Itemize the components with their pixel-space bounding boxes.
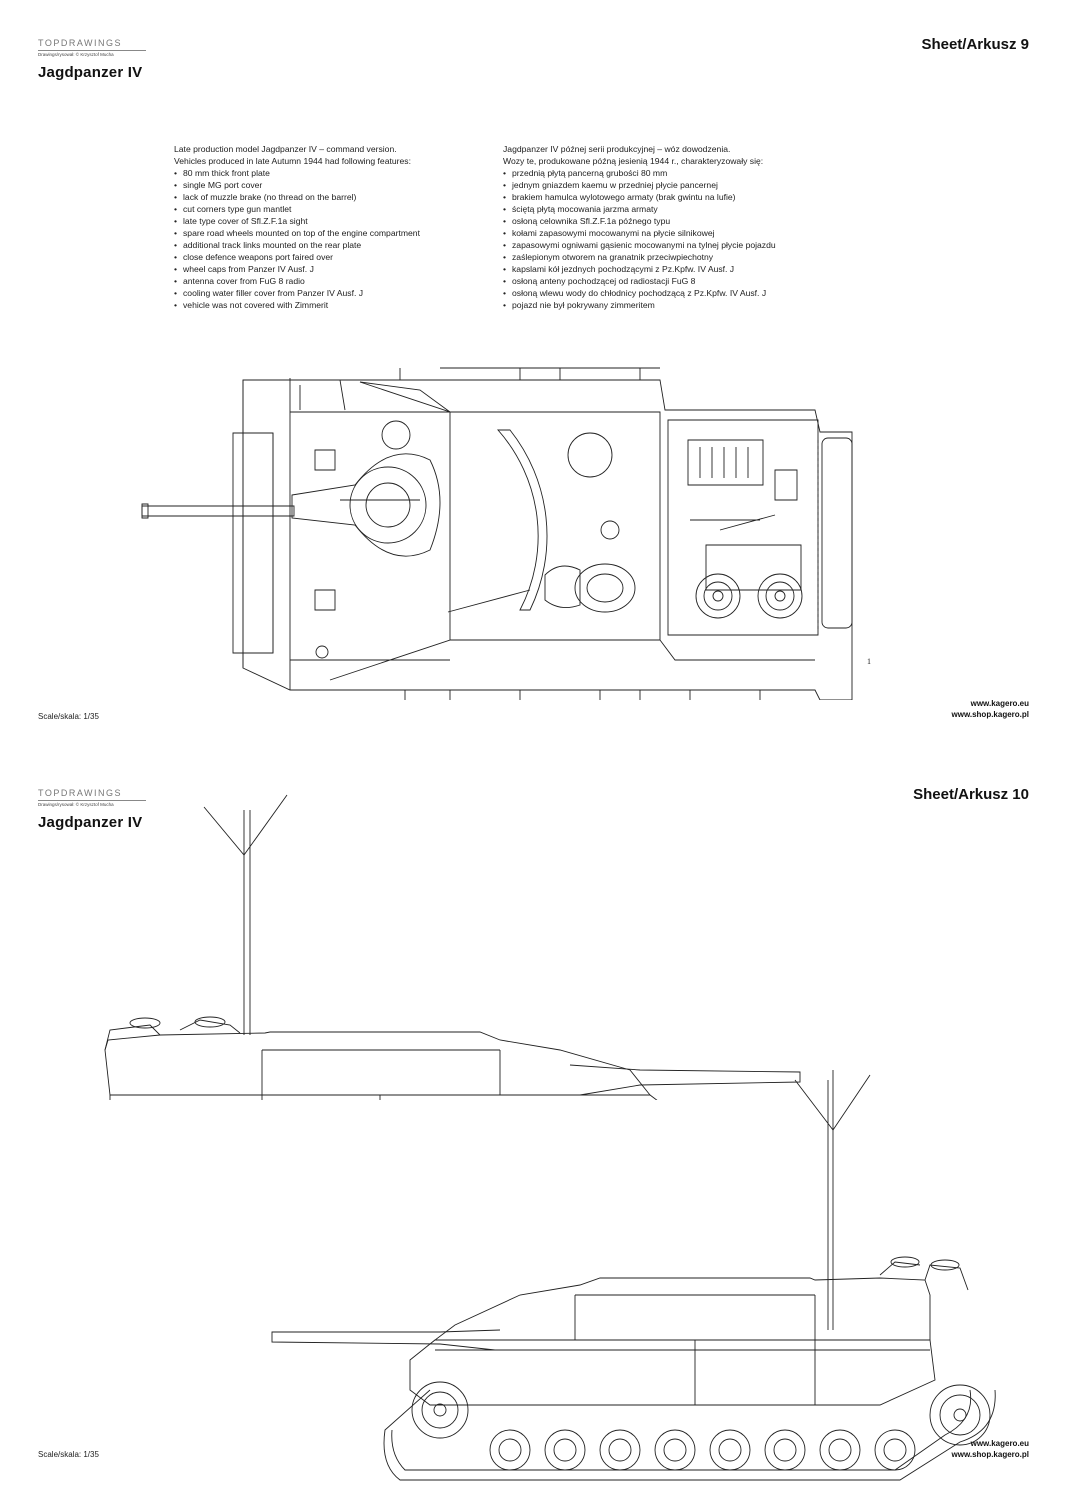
feature-item: close defence weapons port faired over [174, 251, 494, 263]
drive-sprocket [412, 1382, 468, 1438]
gun-barrel [142, 504, 294, 518]
feature-item: single MG port cover [174, 179, 494, 191]
feature-item: spare road wheels mounted on top of the … [174, 227, 494, 239]
scale-label: Scale/skala: 1/35 [38, 712, 99, 721]
right-side-view-drawing [0, 790, 1067, 1100]
hatches [315, 421, 635, 658]
logo-brand: TOPDRAWINGS [38, 788, 123, 798]
feature-item: additional track links mounted on the re… [174, 239, 494, 251]
feature-item: 80 mm thick front plate [174, 167, 494, 179]
feature-item: brakiem hamulca wylotowego armaty (brak … [503, 191, 823, 203]
feature-item: jednym gniazdem kaemu w przedniej płycie… [503, 179, 823, 191]
feature-item: zapasowymi ogniwami gąsienic mocowanymi … [503, 239, 823, 251]
feature-item: zaślepionym otworem na granatnik przeciw… [503, 251, 823, 263]
feature-item: przednią płytą pancerną grubości 80 mm [503, 167, 823, 179]
feature-list: przednią płytą pancerną grubości 80 mm j… [503, 167, 823, 311]
feature-item: osłoną wlewu wody do chłodnicy pochodząc… [503, 287, 823, 299]
feature-list: 80 mm thick front plate single MG port c… [174, 167, 494, 311]
description-polish: Jagdpanzer IV późnej serii produkcyjnej … [503, 143, 823, 311]
feature-item: kołami zapasowymi mocowanymi na płycie s… [503, 227, 823, 239]
url-kagero: www.kagero.eu [970, 699, 1029, 708]
feature-item: osłoną celownika Sfl.Z.F.1a późnego typu [503, 215, 823, 227]
logo-rule [38, 800, 146, 801]
superstructure [435, 1278, 930, 1405]
fender-stowage [300, 368, 760, 700]
sheet-title: Sheet/Arkusz 10 [913, 786, 1029, 803]
antenna [204, 795, 287, 1035]
intro-line: Wozy te, produkowane późną jesienią 1944… [503, 156, 764, 166]
rear-exhaust [818, 438, 852, 632]
intro-line: Jagdpanzer IV późnej serii produkcyjnej … [503, 144, 731, 154]
engine-deck [668, 420, 818, 635]
document-title: Jagdpanzer IV [38, 814, 143, 831]
topdrawings-logo: TOPDRAWINGS Drawings/rysował: © Krzyszto… [38, 38, 148, 57]
feature-item: osłoną anteny pochodzącej od radiostacji… [503, 275, 823, 287]
top-view-drawing: 1 [0, 360, 871, 700]
superstructure-roof [330, 382, 815, 680]
sheet-9: TOPDRAWINGS Drawings/rysował: © Krzyszto… [0, 0, 1067, 750]
url-shop-kagero: www.shop.kagero.pl [951, 710, 1030, 719]
idler-wheel [930, 1385, 990, 1445]
hull-lower [410, 1340, 935, 1405]
intro-line: Vehicles produced in late Autumn 1944 ha… [174, 156, 411, 166]
feature-item: kapslami kół jezdnych pochodzącymi z Pz.… [503, 263, 823, 275]
antenna [795, 1070, 870, 1330]
feature-item: ściętą płytą mocowania jarzma armaty [503, 203, 823, 215]
gun-barrel [570, 1065, 800, 1095]
publisher-urls: www.kagero.eu www.shop.kagero.pl [952, 698, 1030, 720]
logo-credit: Drawings/rysował: © Krzysztof Mucha [38, 52, 114, 57]
feature-item: vehicle was not covered with Zimmerit [174, 299, 494, 311]
scale-label: Scale/skala: 1/35 [38, 1450, 99, 1459]
document-title: Jagdpanzer IV [38, 64, 143, 81]
track [384, 1390, 995, 1480]
feature-item: late type cover of Sfl.Z.F.1a sight [174, 215, 494, 227]
description-english: Late production model Jagdpanzer IV – co… [174, 143, 494, 311]
intro-line: Late production model Jagdpanzer IV – co… [174, 144, 397, 154]
engine-deck-stowage [105, 1017, 240, 1050]
feature-item: cut corners type gun mantlet [174, 203, 494, 215]
topdrawings-logo: TOPDRAWINGS Drawings/rysował: © Krzyszto… [38, 788, 148, 807]
engine-deck-stowage [880, 1257, 968, 1290]
feature-item: cooling water filler cover from Panzer I… [174, 287, 494, 299]
feature-item: pojazd nie był pokrywany zimmeritem [503, 299, 823, 311]
left-side-view-drawing [0, 1050, 1067, 1490]
sheet-10: TOPDRAWINGS Drawings/rysował: © Krzyszto… [0, 750, 1067, 1500]
spare-road-wheels [696, 574, 802, 618]
url-shop-kagero: www.shop.kagero.pl [951, 1450, 1030, 1459]
road-wheels [490, 1430, 915, 1470]
gun-mantlet [292, 454, 440, 556]
logo-brand: TOPDRAWINGS [38, 38, 123, 48]
feature-item: antenna cover from FuG 8 radio [174, 275, 494, 287]
logo-credit: Drawings/rysował: © Krzysztof Mucha [38, 802, 114, 807]
feature-item: wheel caps from Panzer IV Ausf. J [174, 263, 494, 275]
publisher-urls: www.kagero.eu www.shop.kagero.pl [952, 1438, 1030, 1460]
url-kagero: www.kagero.eu [970, 1439, 1029, 1448]
feature-item: lack of muzzle brake (no thread on the b… [174, 191, 494, 203]
hull-lower [110, 1095, 690, 1100]
gun-barrel [272, 1330, 500, 1350]
sheet-title: Sheet/Arkusz 9 [921, 36, 1029, 53]
logo-rule [38, 50, 146, 51]
top-view-label: 1 [867, 657, 871, 666]
hull-outline [233, 378, 852, 700]
